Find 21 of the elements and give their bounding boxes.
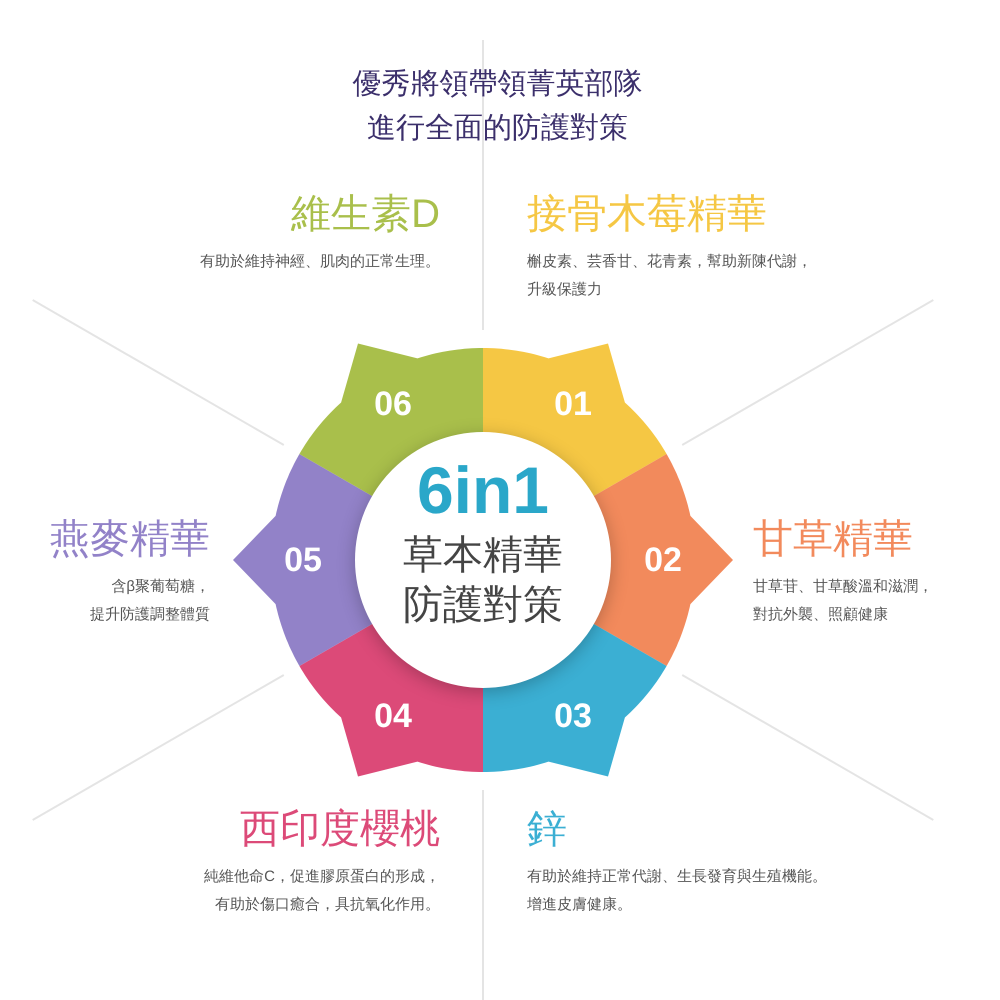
segment-number: 04 [374,696,412,735]
description: 含β聚葡萄糖，提升防護調整體質 [89,577,210,625]
center-text: 草本精華防護對策 [402,532,564,629]
heading: 鋅 [527,806,568,853]
segment-number: 06 [374,385,412,424]
heading: 接骨木莓精華 [527,191,768,238]
segment-number: 03 [554,696,592,735]
description: 槲皮素、芸香甘、花青素，幫助新陳代謝，升級保護力 [527,252,813,300]
heading: 西印度櫻桃 [239,806,440,853]
heading: 甘草精華 [753,516,914,563]
heading: 燕麥精華 [50,516,210,563]
segment-number: 02 [644,541,682,579]
description: 有助於維持神經、肌肉的正常生理。 [199,252,440,272]
description: 甘草苷、甘草酸溫和滋潤，對抗外襲、照顧健康 [753,577,934,625]
center-heading: 6in1 [416,454,550,526]
description: 有助於維持正常代謝、生長發育與生殖機能。增進皮膚健康。 [527,867,828,915]
segment-number: 01 [554,385,592,424]
title: 優秀將領帶領菁英部隊進行全面的防護對策 [352,67,644,146]
heading: 維生素D [290,191,440,238]
description: 純維他命C，促進膠原蛋白的形成，有助於傷口癒合，具抗氧化作用。 [203,867,440,915]
segment-number: 05 [284,541,322,579]
